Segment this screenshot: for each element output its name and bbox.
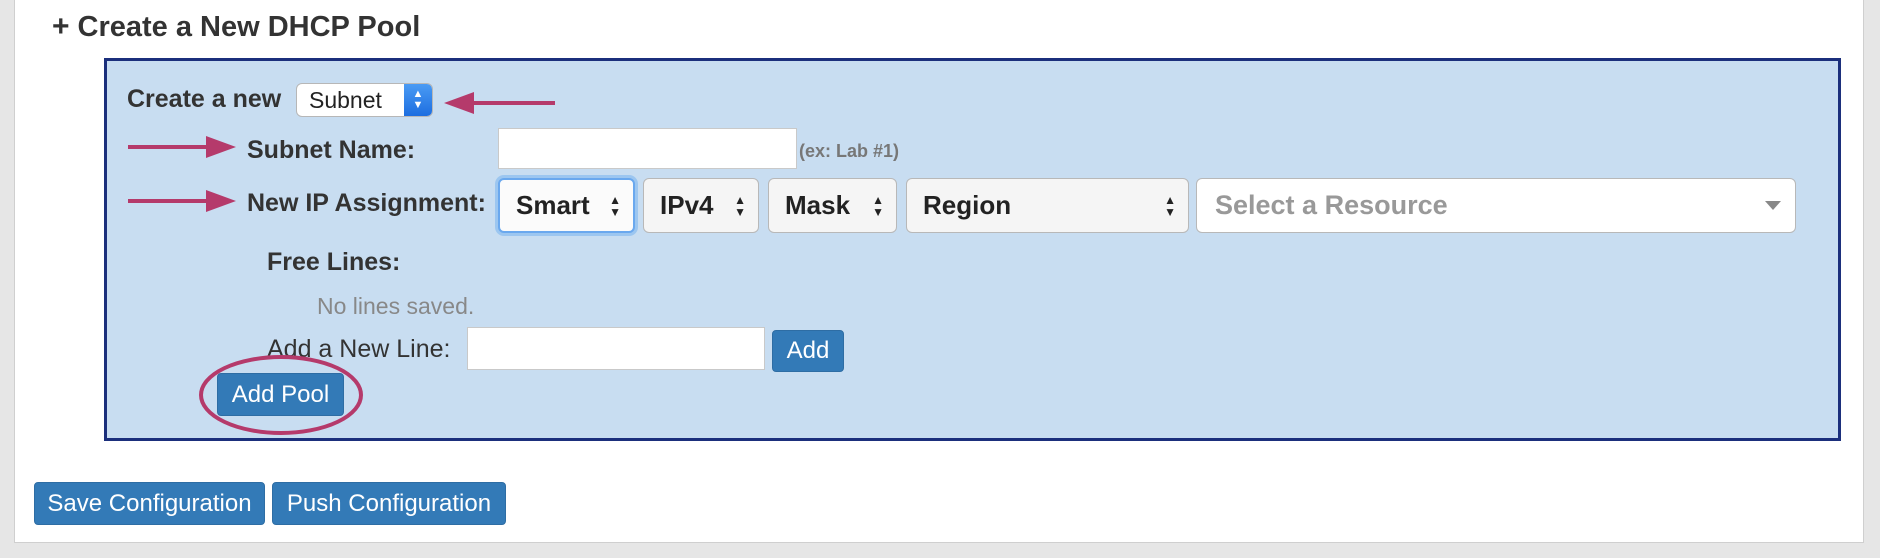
create-new-label: Create a new [127,85,282,113]
mask-select[interactable]: Mask ▲▼ [768,178,897,233]
ip-method-value: Smart [516,190,590,220]
subnet-name-hint: (ex: Lab #1) [799,141,900,161]
resource-placeholder: Select a Resource [1215,190,1448,220]
plus-icon: + [52,10,70,43]
create-type-value: Subnet [309,86,382,113]
create-pool-form [104,58,1841,441]
ip-version-value: IPv4 [660,190,714,220]
up-down-icon: ▲▼ [1164,192,1176,219]
ip-version-select[interactable]: IPv4 ▲▼ [643,178,759,233]
ip-method-select[interactable]: Smart ▲▼ [498,178,635,233]
up-down-icon: ▲▼ [872,192,884,219]
up-down-icon: ▲▼ [734,192,746,219]
subnet-name-label: Subnet Name: [247,136,416,164]
add-pool-button[interactable]: Add Pool [217,373,344,416]
free-lines-label: Free Lines: [267,248,401,276]
up-down-icon: ▲▼ [609,192,621,219]
annotation-arrow-icon [444,92,555,114]
caret-down-icon [1765,201,1781,210]
annotation-circle-icon [199,355,363,435]
section-title-text: Create a New DHCP Pool [77,10,421,43]
annotation-arrow-icon [128,136,236,158]
push-configuration-button[interactable]: Push Configuration [272,482,506,525]
subnet-name-input[interactable] [498,128,797,169]
no-lines-text: No lines saved. [317,293,475,319]
mask-value: Mask [785,190,851,220]
add-line-button[interactable]: Add [772,330,844,372]
ip-assignment-label: New IP Assignment: [247,189,486,217]
annotation-arrow-icon [128,190,236,212]
save-configuration-button[interactable]: Save Configuration [34,482,265,525]
create-type-select[interactable]: Subnet ▲▼ [296,83,433,117]
region-select[interactable]: Region ▲▼ [906,178,1189,233]
add-line-input[interactable] [467,327,765,370]
section-title: + Create a New DHCP Pool [52,10,420,44]
up-down-icon: ▲▼ [404,84,432,116]
resource-select[interactable]: Select a Resource [1196,178,1796,233]
region-value: Region [923,190,1012,220]
